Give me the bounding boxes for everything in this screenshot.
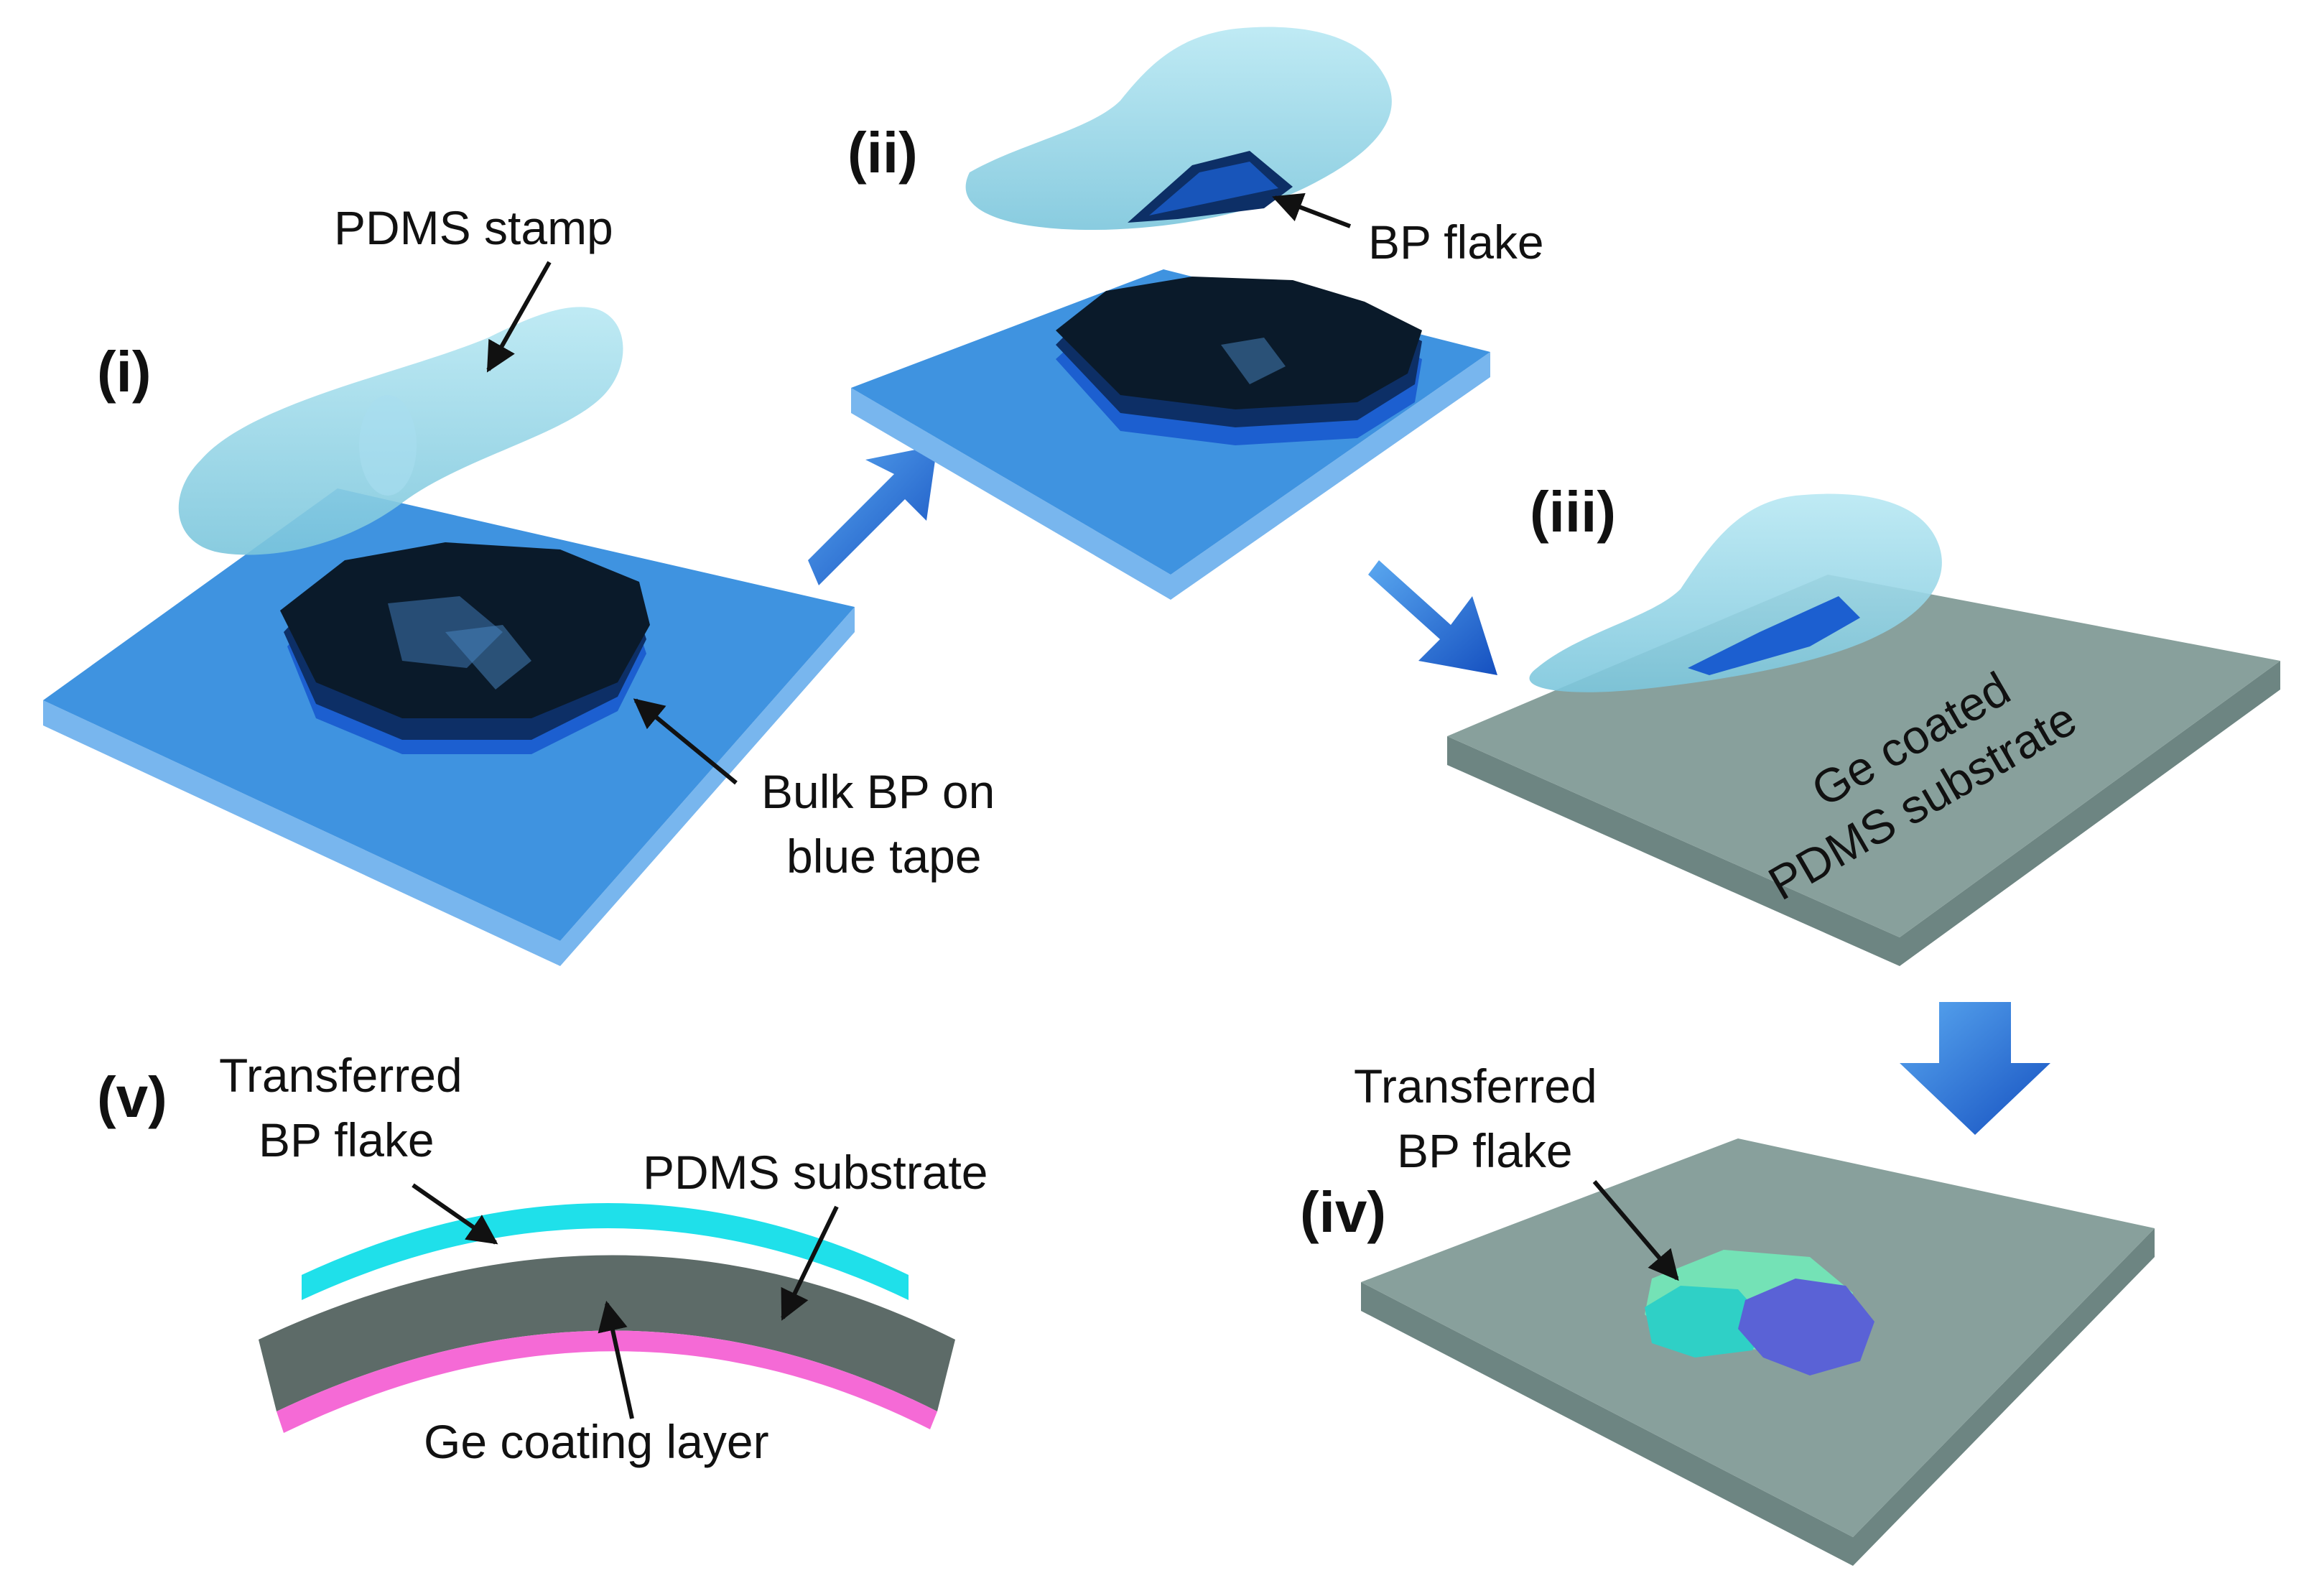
process-arrow-iii-to-iv <box>1900 1002 2050 1135</box>
step-label-iv: (iv) <box>1300 1180 1386 1244</box>
bp-flake-on-stamp-iii <box>1688 596 1860 675</box>
blue-tape-slab-i-side <box>43 607 855 966</box>
label-bp-flake-ii: BP flake <box>1368 215 1544 269</box>
transferred-flake-purple <box>1738 1279 1874 1375</box>
cross-ge-layer <box>277 1330 937 1433</box>
process-arrow-i-to-ii <box>808 445 937 585</box>
pdms-stamp-ii <box>965 27 1392 231</box>
step-label-ii: (ii) <box>847 121 918 185</box>
bulk-bp-stack-i <box>280 542 650 754</box>
arrow-ge-coating <box>598 1300 634 1419</box>
label-pdms-substrate: PDMS substrate <box>643 1146 988 1199</box>
bulk-bp-stack-ii <box>1056 277 1422 445</box>
label-bulk-bp-line1: Bulk BP on <box>761 765 995 818</box>
arrow-transferred-v <box>412 1183 498 1245</box>
label-pdms-stamp: PDMS stamp <box>334 201 613 254</box>
pdms-stamp-iii <box>1529 493 1942 692</box>
step-label-i: (i) <box>97 340 152 404</box>
arrow-pdms-substrate <box>781 1205 839 1321</box>
process-arrow-ii-to-iii <box>1368 560 1497 675</box>
step-i-group: (i) PDMS stamp Bulk BP on blue tape <box>43 201 995 966</box>
ge-substrate-iii-side <box>1447 661 2280 966</box>
arrow-bp-flake-ii <box>1272 192 1352 228</box>
ge-substrate-iv-side <box>1361 1228 2155 1566</box>
arrow-pdms-stamp <box>486 261 552 373</box>
label-transferred-iv-line1: Transferred <box>1354 1059 1597 1113</box>
step-v-group: (v) Transferred BP flake PDMS substrate … <box>97 1049 988 1468</box>
label-transferred-v-line1: Transferred <box>219 1049 463 1102</box>
step-label-iii: (iii) <box>1530 480 1616 544</box>
label-transferred-iv-line2: BP flake <box>1397 1124 1573 1177</box>
cross-bp-layer <box>302 1203 909 1300</box>
label-bulk-bp-line2: blue tape <box>786 830 982 883</box>
step-label-v: (v) <box>97 1065 167 1129</box>
step-iv-group: (iv) Transferred BP flake <box>1300 1059 2155 1566</box>
transferred-flake-teal <box>1645 1286 1767 1358</box>
label-ge-coating-layer: Ge coating layer <box>424 1415 769 1468</box>
label-transferred-v-line2: BP flake <box>259 1113 435 1166</box>
step-ii-group: (ii) BP flake <box>847 27 1544 600</box>
step-iii-group: (iii) Ge coated PDMS substrate <box>1447 480 2280 966</box>
cross-pdms-layer <box>259 1255 955 1411</box>
arrow-transferred-iv <box>1592 1180 1679 1281</box>
blue-tape-slab-ii-side <box>851 352 1490 600</box>
arrow-bulk-bp <box>633 698 738 785</box>
